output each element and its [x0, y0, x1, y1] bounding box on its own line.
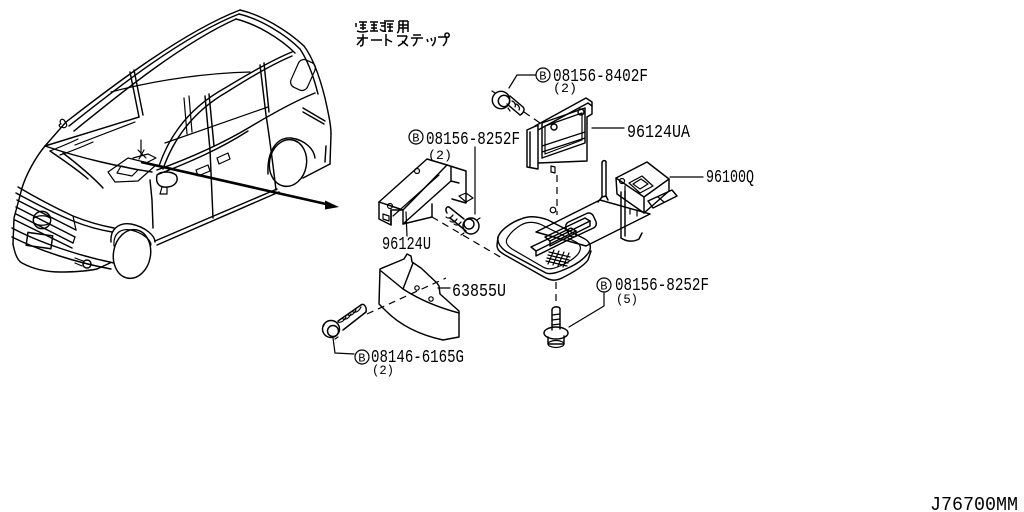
svg-text:(2): (2): [428, 148, 452, 163]
svg-text:(5): (5): [616, 292, 638, 307]
svg-text:B: B: [358, 352, 365, 366]
svg-text:96124UA: 96124UA: [627, 123, 690, 143]
svg-text:08156-8402F: 08156-8402F: [553, 67, 648, 87]
svg-text:63855U: 63855U: [452, 282, 506, 302]
svg-text:(2): (2): [553, 81, 577, 96]
svg-text:(2): (2): [372, 363, 394, 378]
svg-text:08156-8252F: 08156-8252F: [615, 276, 709, 296]
svg-text:96100Q: 96100Q: [706, 168, 754, 188]
svg-text:08156-8252F: 08156-8252F: [426, 130, 520, 150]
svg-text:B: B: [539, 70, 546, 84]
svg-text:96124U: 96124U: [382, 235, 431, 255]
svg-text:B: B: [600, 280, 607, 294]
svg-text:08146-6165G: 08146-6165G: [371, 348, 464, 368]
svg-text:B: B: [412, 132, 419, 146]
svg-text:J76700MM: J76700MM: [930, 494, 1018, 512]
